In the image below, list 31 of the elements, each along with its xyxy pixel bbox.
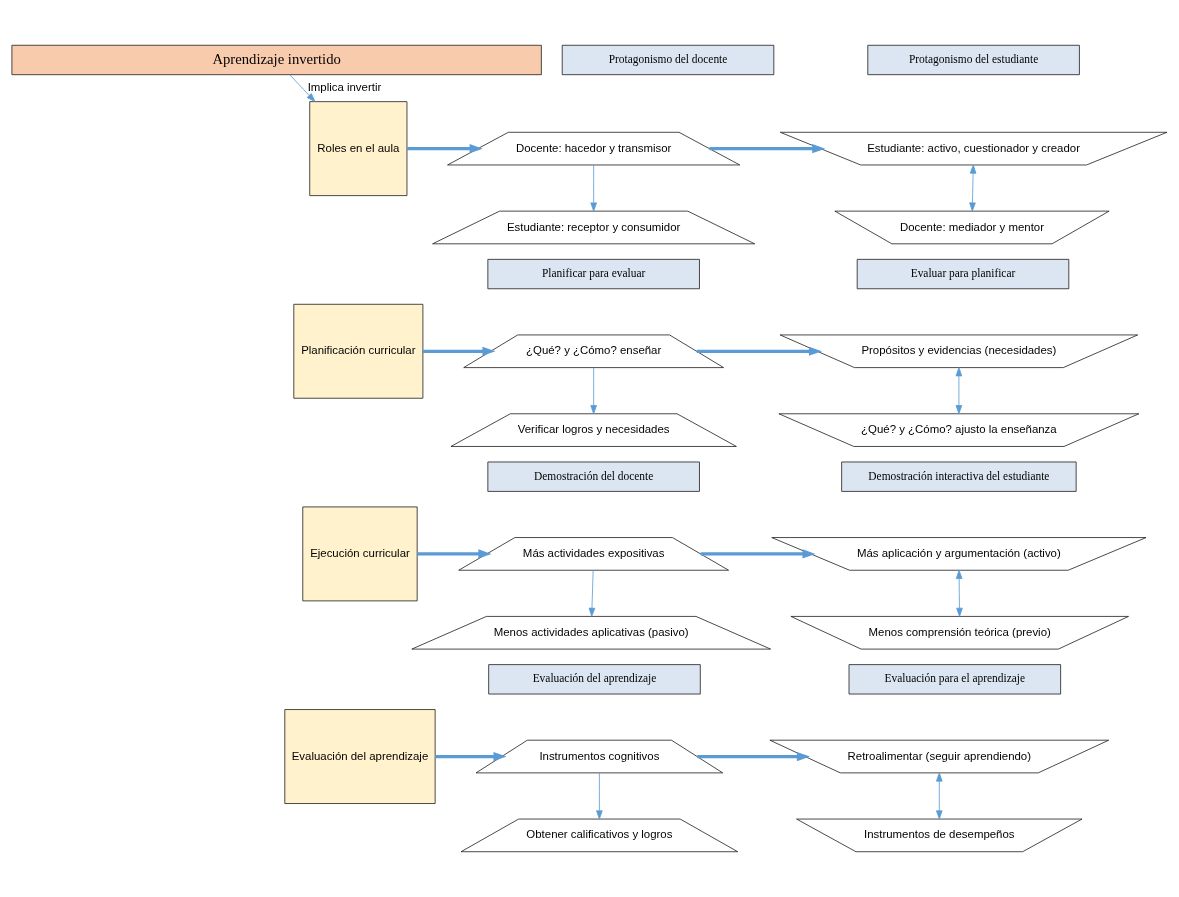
arrow (435, 751, 507, 762)
arrow (417, 549, 492, 559)
edge-label: Implica invertir (307, 81, 382, 94)
node-box: Ejecución curricular (302, 506, 418, 602)
arrow (422, 346, 496, 356)
arrow (709, 144, 826, 154)
node-box: Demostración interactiva del estudiante (841, 461, 1077, 492)
arrow (407, 144, 483, 154)
arrow (955, 367, 963, 415)
arrow (697, 751, 810, 762)
node-box: Protagonismo del estudiante (867, 44, 1080, 76)
node-box: Planificar para evaluar (487, 258, 700, 290)
arrow (696, 346, 823, 356)
node-box: Protagonismo del docente (561, 44, 775, 76)
arrow (936, 772, 943, 820)
node-box: Roles en el aula (309, 101, 408, 196)
node-box: Aprendizaje invertido (11, 44, 542, 76)
node-box: Evaluación del aprendizaje (488, 664, 701, 695)
arrow (969, 164, 977, 212)
arrow (289, 74, 316, 102)
node-box: Planificación curricular (293, 303, 424, 399)
arrow (590, 164, 597, 212)
node-box: Evaluación del aprendizaje (284, 709, 436, 804)
node-box: Evaluar para planificar (856, 258, 1070, 290)
arrow (590, 367, 597, 415)
node-box: Demostración del docente (487, 461, 700, 492)
arrow (596, 772, 603, 820)
arrow (700, 549, 816, 559)
arrow (955, 569, 963, 617)
arrow (588, 569, 596, 617)
node-box: Evaluación para el aprendizaje (848, 664, 1062, 695)
